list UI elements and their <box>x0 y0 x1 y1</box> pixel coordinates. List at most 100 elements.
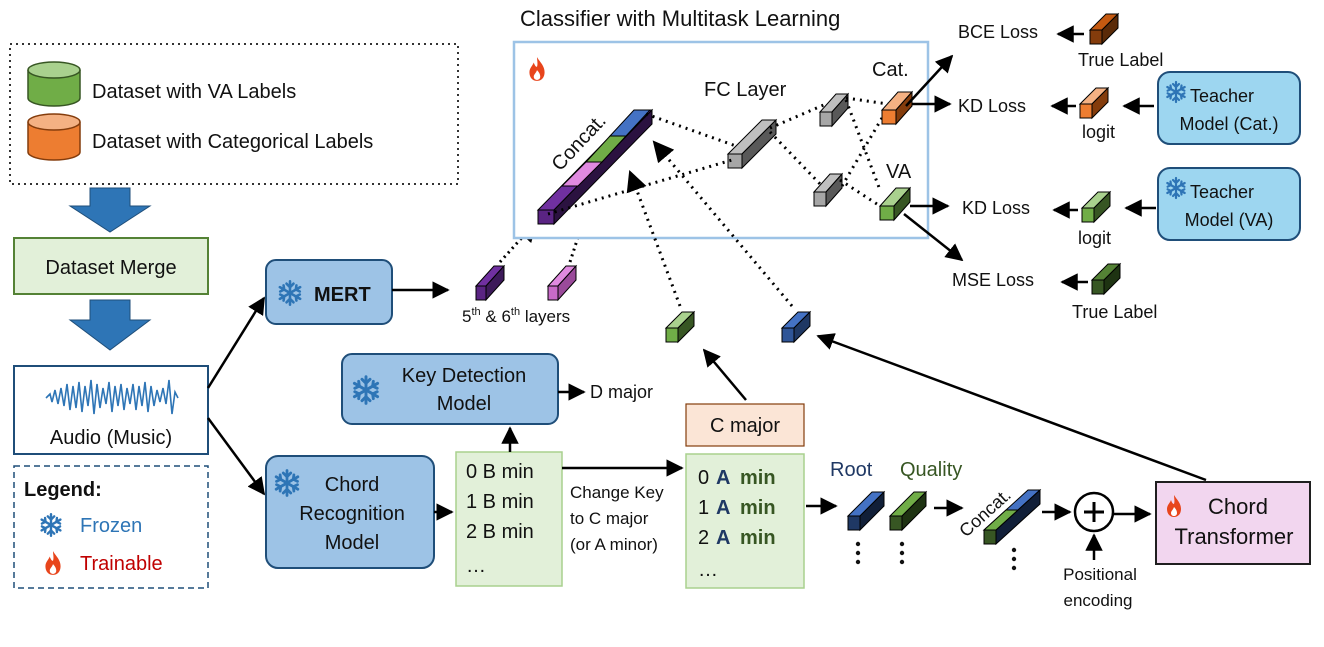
true-label-bottom: True Label <box>1072 302 1157 322</box>
fc-cat-vector <box>818 92 850 128</box>
teacher-cat-line1: Teacher <box>1190 86 1254 106</box>
arrow-va-mse <box>903 213 964 262</box>
teacher-cat-box <box>1157 71 1301 145</box>
svg-text:0: 0 <box>698 467 709 489</box>
positional-line1: Positional <box>1063 565 1137 584</box>
teacher-cat-line2: Model (Cat.) <box>1179 114 1278 134</box>
chord-orig-1: 1 B min <box>466 491 534 513</box>
kd-loss-cat-label: KD Loss <box>958 96 1026 116</box>
mert-label: MERT <box>314 284 371 306</box>
classifier-dotted-links <box>547 96 889 216</box>
dataset-cat-icon <box>27 113 81 161</box>
cat-output-label: Cat. <box>872 59 909 81</box>
svg-text:min: min <box>740 527 776 549</box>
dataset-merge-box <box>13 237 209 295</box>
chord-trans-row-0: 0 A min <box>698 467 776 489</box>
va-output-label: VA <box>886 161 912 183</box>
chord-trans-row-2: 2 A min <box>698 527 776 549</box>
arrow-audio-chord <box>206 417 266 496</box>
chord-trans-row-1: 1 A min <box>698 497 776 519</box>
mert-box <box>265 259 393 325</box>
root-embedding-vector <box>846 490 886 532</box>
mse-loss-label: MSE Loss <box>952 270 1034 290</box>
down-arrow-1 <box>68 187 152 233</box>
logit-cat-label: logit <box>1082 122 1115 142</box>
chord-orig-0: 0 B min <box>466 461 534 483</box>
mert-layers-label: 5th & 6th layers <box>462 306 570 326</box>
embedding-dots <box>855 541 1017 571</box>
chord-transformer-line2: Transformer <box>1175 524 1294 549</box>
teacher-va-box <box>1157 167 1301 241</box>
teacher-va-line2: Model (VA) <box>1185 210 1274 230</box>
root-label: Root <box>830 459 873 481</box>
teacher-va-line1: Teacher <box>1190 182 1254 202</box>
svg-text:min: min <box>740 467 776 489</box>
chord-list-transposed <box>685 453 805 589</box>
c-major-label: C major <box>710 415 780 437</box>
dotted-key-concat <box>626 170 682 307</box>
dotted-chord-concat <box>652 140 794 307</box>
fc-va-vector <box>812 172 844 208</box>
quality-embedding-vector <box>888 490 928 532</box>
fc-main-vector <box>726 118 778 170</box>
true-label-bottom-vector <box>1090 262 1122 296</box>
chord-transformer-line1: Chord <box>1208 494 1268 519</box>
bce-loss-label: BCE Loss <box>958 22 1038 42</box>
positional-line2: encoding <box>1063 591 1132 610</box>
svg-text:min: min <box>740 497 776 519</box>
key-embedding-vector <box>664 310 696 344</box>
chord-orig-ellipsis: … <box>466 555 486 577</box>
chord-recognition-line1: Chord <box>325 474 379 496</box>
chord-concat-vector <box>982 488 1042 546</box>
classifier-title: Classifier with Multitask Learning <box>520 6 840 31</box>
change-key-line1: Change Key <box>570 483 664 502</box>
classifier-concat-vector <box>536 108 654 226</box>
audio-label: Audio (Music) <box>50 427 172 449</box>
logit-va-vector <box>1080 190 1112 224</box>
dataset-merge-label: Dataset Merge <box>45 257 176 279</box>
arrow-cmajor-key-vector <box>702 348 747 401</box>
chord-trans-ellipsis: … <box>698 559 718 581</box>
down-arrow-2 <box>68 299 152 351</box>
mert-layer5-vector <box>474 264 506 302</box>
key-detection-line1: Key Detection <box>402 365 527 387</box>
dataset-box <box>9 43 459 185</box>
cat-output-vector <box>880 90 914 126</box>
classifier-box <box>512 40 930 240</box>
chord-embedding-vector <box>780 310 812 344</box>
dataset-va-icon <box>27 61 81 107</box>
svg-text:A: A <box>716 497 730 519</box>
svg-text:A: A <box>716 467 730 489</box>
true-label-top-vector <box>1088 12 1120 46</box>
change-key-line3: (or A minor) <box>570 535 658 554</box>
logit-va-label: logit <box>1078 228 1111 248</box>
quality-label: Quality <box>900 459 962 481</box>
legend-title: Legend: <box>24 479 102 501</box>
chord-recognition-line3: Model <box>325 532 379 554</box>
chord-recognition-line2: Recognition <box>299 503 405 525</box>
fc-layer-label: FC Layer <box>704 79 787 101</box>
key-output-label: D major <box>590 382 653 402</box>
chord-list-original <box>455 451 563 587</box>
key-detection-line2: Model <box>437 393 491 415</box>
svg-text:2: 2 <box>698 527 709 549</box>
logit-cat-vector <box>1078 86 1110 120</box>
arrow-cat-bce <box>905 54 954 107</box>
waveform-icon <box>45 379 179 415</box>
va-output-vector <box>878 186 912 222</box>
arrow-audio-mert <box>206 296 266 389</box>
key-detection-box <box>341 353 559 425</box>
svg-text:1: 1 <box>698 497 709 519</box>
change-key-line2: to C major <box>570 509 649 528</box>
chord-orig-2: 2 B min <box>466 521 534 543</box>
plus-icon <box>1073 491 1115 533</box>
chord-transformer-box <box>1155 481 1311 565</box>
c-major-box <box>685 403 805 447</box>
legend-trainable: Trainable <box>80 553 163 575</box>
dataset-cat-label: Dataset with Categorical Labels <box>92 131 373 153</box>
dataset-va-label: Dataset with VA Labels <box>92 81 296 103</box>
true-label-top: True Label <box>1078 50 1163 70</box>
kd-loss-va-label: KD Loss <box>962 198 1030 218</box>
svg-text:A: A <box>716 527 730 549</box>
